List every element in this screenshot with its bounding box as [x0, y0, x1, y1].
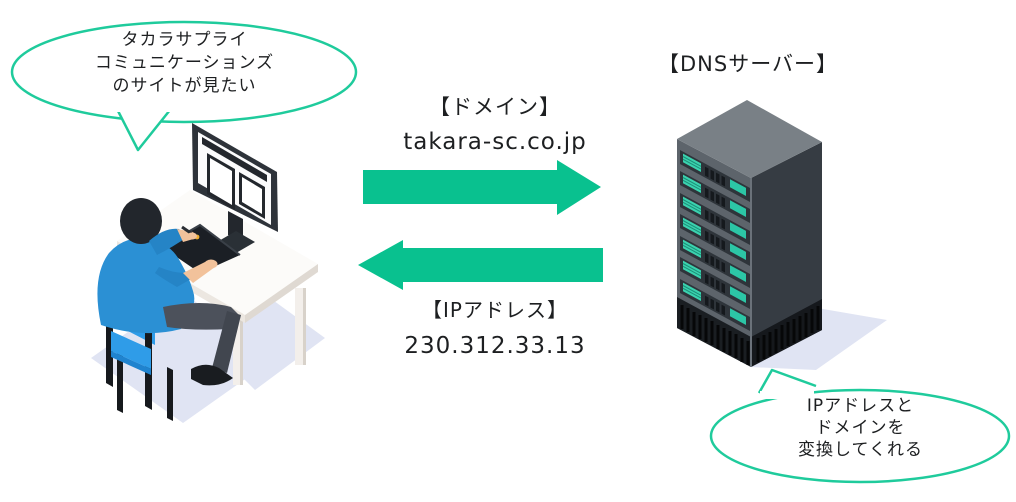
head [120, 198, 162, 244]
server-note-line-2: ドメインを [815, 418, 906, 438]
user-thought-line-1: タカラサプライ [121, 30, 248, 50]
user-thought-text: タカラサプライ コミュニケーションズ のサイトが見たい [42, 29, 327, 98]
domain-label: 【ドメイン】 [429, 95, 561, 119]
bubble-joint-mask [760, 391, 814, 399]
domain-value: takara-sc.co.jp [403, 129, 587, 155]
user-thought-line-2: コミュニケーションズ [94, 53, 275, 73]
shoe [191, 364, 233, 386]
domain-request-arrow-icon [363, 160, 601, 215]
dns-server-illustration [677, 100, 887, 370]
bubble-joint-mask [113, 102, 173, 112]
user-at-desk-illustration [91, 123, 325, 423]
ip-label: 【IPアドレス】 [422, 298, 568, 322]
monitor [192, 123, 278, 253]
ip-value: 230.312.33.13 [404, 333, 586, 359]
server-note-text: IPアドレスと ドメインを 変換してくれる [718, 395, 1003, 461]
dns-server-title: 【DNSサーバー】 [658, 52, 838, 76]
server-tower [677, 100, 822, 367]
server-note-bubble [709, 368, 1011, 484]
ip-response-arrow-icon [358, 240, 603, 290]
server-note-line-1: IPアドレスと [806, 396, 915, 416]
user-thought-line-3: のサイトが見たい [112, 76, 257, 96]
server-note-line-3: 変換してくれる [798, 440, 923, 460]
user-thought-bubble [10, 20, 358, 152]
person [97, 198, 241, 386]
